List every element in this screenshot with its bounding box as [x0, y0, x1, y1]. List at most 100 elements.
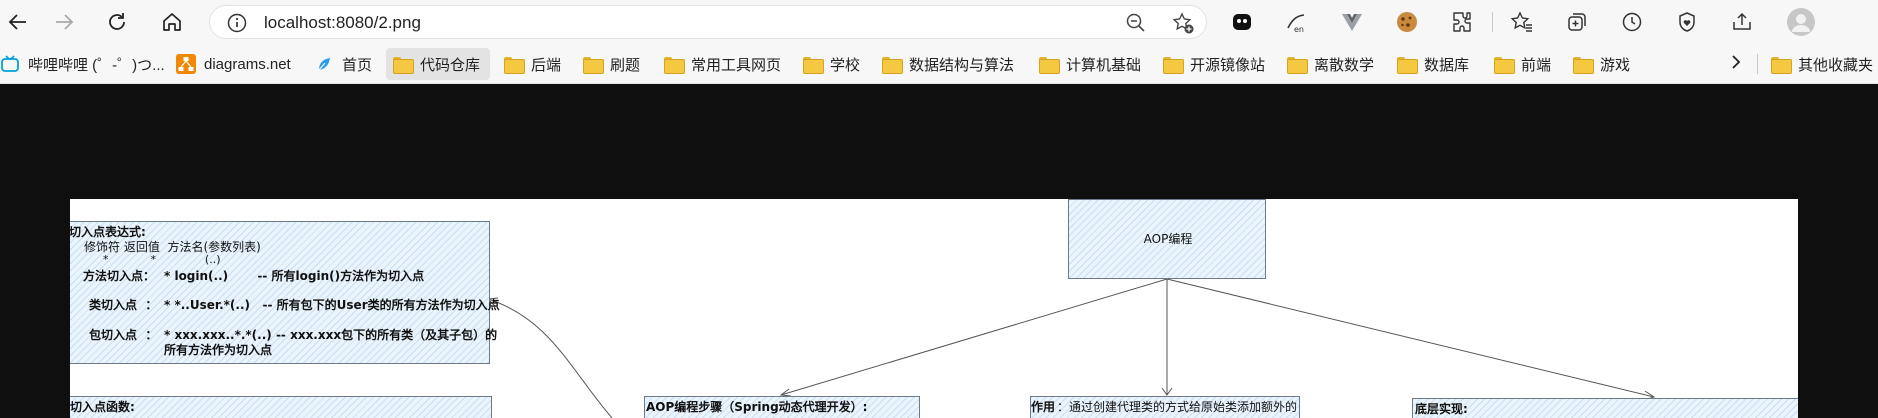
extensions-button[interactable]	[1448, 8, 1476, 36]
package-pointcut-label: 包切入点 ：	[89, 328, 158, 342]
favorites-button[interactable]	[1508, 8, 1536, 36]
bookmark-label: 常用工具网页	[691, 56, 782, 74]
extension-ghost-button[interactable]	[1228, 8, 1256, 36]
bookmarks-separator	[1757, 54, 1758, 74]
connector-root-to-steps	[780, 278, 1168, 396]
bilibili-icon	[0, 54, 20, 74]
bookmark-label: 刷题	[610, 56, 641, 74]
folder-icon	[881, 54, 903, 74]
node-title: AOP编程步骤（Spring动态代理开发）:	[646, 400, 868, 414]
bookmark-other-favorites[interactable]: 其他收藏夹	[1764, 48, 1878, 80]
bookmark-folder-games[interactable]: 游戏	[1566, 48, 1636, 80]
bookmark-folder-school[interactable]: 学校	[796, 48, 866, 80]
history-button[interactable]	[1618, 8, 1646, 36]
bookmark-label: 代码仓库	[420, 56, 481, 74]
bookmark-diagrams[interactable]: diagrams.net	[170, 48, 297, 80]
add-favorite-icon[interactable]	[1171, 11, 1195, 35]
folder-icon	[1286, 54, 1308, 74]
implementation-node: 底层实现:	[1412, 398, 1798, 418]
folder-icon	[1162, 54, 1184, 74]
bookmark-folder-mirrors[interactable]: 开源镜像站	[1156, 48, 1271, 80]
aop-steps-node: AOP编程步骤（Spring动态代理开发）:	[644, 396, 920, 418]
arrowhead-purpose	[1161, 387, 1173, 396]
bookmark-folder-cs-basics[interactable]: 计算机基础	[1032, 48, 1147, 80]
package-pointcut-code: * xxx.xxx..*.*(..) -- xxx.xxx包下的所有类（及其子包…	[164, 328, 498, 342]
vue-devtools-icon	[1342, 14, 1362, 31]
folder-icon	[802, 54, 824, 74]
shield-heart-icon	[1679, 12, 1695, 32]
node-title: 切入点函数:	[70, 400, 135, 414]
bookmark-label: 游戏	[1600, 56, 1631, 74]
folder-icon	[1572, 54, 1594, 74]
bookmark-folder-discrete-math[interactable]: 离散数学	[1280, 48, 1380, 80]
bookmark-label: 学校	[830, 56, 861, 74]
translate-icon: en	[1287, 14, 1305, 34]
info-icon[interactable]	[226, 12, 248, 34]
connector-root-to-impl	[1166, 278, 1655, 398]
bookmark-label: 计算机基础	[1066, 56, 1142, 74]
forward-button[interactable]	[46, 4, 82, 40]
bookmark-label: 数据结构与算法	[909, 56, 1015, 74]
node-title: 底层实现:	[1415, 402, 1468, 416]
bookmarks-bar: 哔哩哔哩 (゜-゜)つ... diagrams.net 首页 代码仓库 后端 刷…	[0, 44, 1878, 84]
home-button[interactable]	[154, 4, 190, 40]
folder-icon	[582, 54, 604, 74]
share-button[interactable]	[1728, 8, 1756, 36]
extension-cookie-button[interactable]	[1393, 8, 1421, 36]
puzzle-icon	[1453, 12, 1471, 32]
cookie-icon	[1397, 12, 1417, 32]
bookmark-label: 哔哩哔哩 (゜-゜)つ...	[28, 56, 165, 74]
bookmark-bilibili[interactable]: 哔哩哔哩 (゜-゜)つ...	[0, 48, 171, 80]
bookmark-folder-dsa[interactable]: 数据结构与算法	[875, 48, 1020, 80]
bookmark-folder-frontend[interactable]: 前端	[1487, 48, 1557, 80]
home-icon	[163, 13, 181, 31]
leaf-icon	[314, 54, 334, 74]
bookmark-label: 离散数学	[1314, 56, 1375, 74]
method-pointcut-code: * login(..) -- 所有login()方法作为切入点	[164, 269, 425, 283]
aop-root-node: AOP编程	[1068, 199, 1266, 279]
profile-button[interactable]	[1785, 6, 1817, 38]
chevron-right-icon[interactable]	[1726, 52, 1746, 72]
browser-toolbar: localhost:8080/2.png en	[0, 0, 1878, 44]
favorites-star-icon	[1510, 11, 1532, 32]
bookmark-label: 其他收藏夹	[1798, 56, 1874, 74]
bookmark-folder-database[interactable]: 数据库	[1390, 48, 1475, 80]
bookmark-label: 开源镜像站	[1190, 56, 1266, 74]
bookmark-folder-code-repo[interactable]: 代码仓库	[386, 48, 490, 80]
drawio-icon	[176, 54, 196, 74]
purpose-label: 作用	[1031, 400, 1056, 414]
syntax-text: 修饰符 返回值 方法名(参数列表)	[84, 240, 261, 254]
node-title: AOP编程	[1143, 232, 1193, 246]
bookmark-folder-backend[interactable]: 后端	[497, 48, 567, 80]
avatar-icon	[1787, 8, 1815, 36]
back-button[interactable]	[0, 4, 36, 40]
class-pointcut-code: * *..User.*(..) -- 所有包下的User类的所有方法作为切入点	[164, 298, 500, 312]
pointcut-expression-node: 切入点表达式: 修饰符 返回值 方法名(参数列表) * * (..) 方法切入点…	[70, 221, 500, 364]
folder-icon	[1770, 54, 1792, 74]
bookmark-label: 数据库	[1424, 56, 1470, 74]
bookmark-label: 后端	[531, 56, 562, 74]
refresh-button[interactable]	[99, 4, 135, 40]
refresh-icon	[109, 13, 125, 30]
collections-button[interactable]	[1563, 8, 1591, 36]
extension-vue-button[interactable]	[1338, 8, 1366, 36]
node-title: 切入点表达式:	[70, 225, 146, 239]
url-text[interactable]: localhost:8080/2.png	[264, 13, 421, 32]
bookmark-label: 前端	[1521, 56, 1552, 74]
folder-icon	[1038, 54, 1060, 74]
zoom-out-icon[interactable]	[1125, 12, 1147, 34]
share-icon	[1733, 12, 1751, 30]
connector-to-pointcut-expr	[487, 298, 613, 418]
purpose-text: ：通过创建代理类的方式给原始类添加额外的	[1057, 400, 1298, 414]
address-bar[interactable]: localhost:8080/2.png	[209, 5, 1207, 39]
folder-icon	[1396, 54, 1418, 74]
bookmark-home[interactable]: 首页	[308, 48, 378, 80]
folder-icon	[663, 54, 685, 74]
back-arrow-icon	[8, 14, 26, 30]
bookmark-folder-problems[interactable]: 刷题	[576, 48, 646, 80]
bookmark-folder-tools[interactable]: 常用工具网页	[657, 48, 787, 80]
extension-translate-button[interactable]: en	[1283, 8, 1311, 36]
browser-essentials-button[interactable]	[1673, 8, 1701, 36]
method-pointcut-label: 方法切入点：	[83, 269, 156, 283]
